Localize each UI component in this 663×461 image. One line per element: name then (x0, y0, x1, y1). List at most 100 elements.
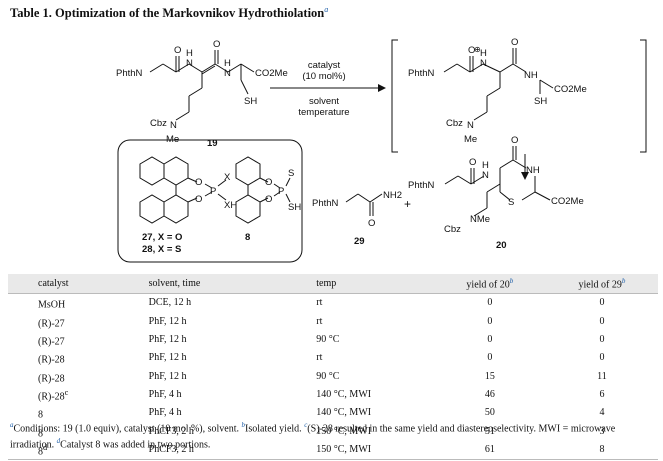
header-mark: b (621, 277, 626, 285)
cell-temp: rt (316, 315, 323, 327)
down-arrowhead (521, 172, 529, 180)
compound-number-29: 29 (354, 236, 365, 247)
header-yield-29-text: yield of 29 (578, 279, 622, 291)
catalyst-text: (R)-28 (38, 354, 65, 366)
header-temp: temp (246, 274, 434, 295)
catalyst-text: 8 (38, 409, 43, 421)
atom-label: SH (288, 202, 301, 213)
atom-label: Me (166, 134, 179, 145)
table-row: (R)-28 PhF, 12 h rt 0 0 (8, 349, 658, 367)
catalyst-text: 8 (38, 427, 43, 439)
cell-yield-29: 0 (599, 297, 605, 309)
cell-catalyst: (R)-28 (8, 368, 149, 386)
atom-label: O (195, 194, 202, 205)
plus-sign: + (404, 197, 411, 211)
cell-catalyst: (R)-27 (8, 331, 149, 349)
cell-catalyst: 8 (8, 423, 149, 441)
footnote-mark-b: b (241, 421, 246, 429)
atom-label: O (511, 37, 518, 48)
cell-yield-29: 0 (599, 352, 605, 364)
table-title-text: Table 1. Optimization of the Markovnikov… (10, 6, 325, 21)
cell-catalyst: MsOH (8, 294, 149, 313)
atom-label: O (469, 157, 476, 168)
atom-label: PhthN (312, 198, 339, 209)
arrow-label-catalyst: catalyst (308, 60, 341, 71)
atom-label: SH (244, 96, 257, 107)
atom-label: O (213, 39, 220, 50)
cell-yield-20: 0 (487, 315, 493, 327)
atom-label: CO2Me (554, 84, 587, 95)
atom-label: PhthN (408, 68, 435, 79)
cell-temp: 90 °C (316, 334, 340, 346)
atom-label: P (278, 186, 284, 197)
cell-yield-20: 50 (484, 407, 495, 419)
cell-solvent: DCE, 12 h (148, 297, 192, 309)
row-mark: c (64, 387, 69, 397)
footnote-a: Conditions: 19 (1.0 equiv), catalyst (10… (13, 423, 240, 435)
cell-catalyst: (R)-28c (8, 386, 149, 404)
cell-catalyst: (R)-27 (8, 313, 149, 331)
atom-label: CO2Me (255, 68, 288, 79)
catalyst-8-structure (235, 156, 291, 224)
cell-yield-29: 4 (599, 407, 605, 419)
cell-solvent: PhCF3, 2 h (148, 440, 247, 461)
cell-yield-20: 51 (484, 425, 495, 437)
cell-temp: 140 °C, MWI (316, 407, 372, 419)
atom-label: Me (464, 134, 477, 145)
cell-temp: rt (316, 352, 323, 364)
atom-label: O (468, 45, 475, 56)
cell-yield-20: 61 (433, 440, 546, 461)
atom-label: N (482, 170, 489, 181)
compound-number-20: 20 (496, 240, 507, 251)
atom-label: O (265, 194, 272, 205)
atom-label: O (195, 177, 202, 188)
footnote-d: Catalyst 8 was added in two portions. (60, 439, 211, 451)
cell-catalyst: 8d (8, 440, 149, 461)
catalyst-text: (R)-27 (38, 336, 65, 348)
cell-solvent: PhF, 12 h (148, 352, 187, 364)
header-mark: b (509, 277, 514, 285)
atom-label: N (186, 58, 193, 69)
cell-catalyst: (R)-28 (8, 349, 149, 367)
atom-label: PhthN (408, 180, 435, 191)
atom-label: Cbz (150, 118, 167, 129)
atom-label: P (210, 186, 216, 197)
footnote-b: Isolated yield. (245, 423, 302, 435)
catalyst-text: 8 (38, 446, 43, 458)
catalyst-box (117, 139, 303, 263)
cell-temp: 90 °C (316, 370, 340, 382)
compound-20-structure (444, 146, 551, 217)
arrow-label-solvent: solvent (309, 96, 339, 107)
table-header-row: catalyst solvent, time temp yield of 20b… (8, 274, 658, 295)
compound-29-structure (345, 193, 383, 216)
atom-label: O (511, 135, 518, 146)
cell-temp: rt (316, 297, 323, 309)
atom-label: N (467, 120, 474, 131)
cell-catalyst: 8 (8, 404, 149, 422)
cell-solvent: PhF, 4 h (148, 389, 182, 401)
cell-yield-29: 0 (599, 315, 605, 327)
cell-yield-20: 0 (487, 297, 493, 309)
arrow-label-temperature: temperature (298, 107, 349, 118)
atom-label: Cbz (446, 118, 463, 129)
compound-number-8: 8 (245, 232, 250, 243)
atom-label: O (174, 45, 181, 56)
atom-label: NH2 (383, 190, 402, 201)
arrow-label-loading: (10 mol%) (302, 71, 345, 82)
footnote-mark-a: a (10, 421, 14, 429)
atom-label: H (480, 48, 487, 59)
reaction-arrowhead (378, 84, 386, 92)
title-footnote-mark: a (324, 5, 329, 14)
catalyst-text: (R)-28 (38, 391, 65, 403)
atom-label: O (368, 218, 375, 229)
cell-yield-20: 0 (487, 352, 493, 364)
row-mark: d (43, 442, 48, 452)
cell-yield-29: 8 (545, 440, 658, 461)
cell-yield-20: 15 (484, 370, 495, 382)
cell-solvent: PhF, 12 h (148, 315, 187, 327)
footnote-c: (S)-28 resulted in the same yield and di… (10, 423, 616, 451)
